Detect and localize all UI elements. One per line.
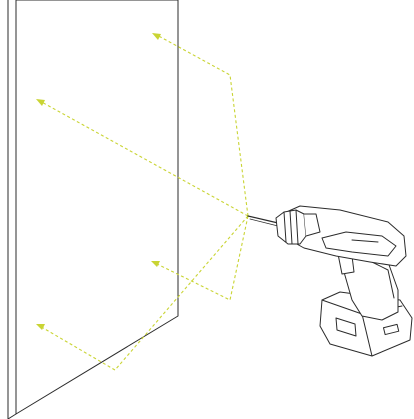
drill-handle-grip <box>371 261 395 299</box>
arrowhead-lower-left <box>36 324 45 330</box>
drill-chuck-ring-1 <box>283 211 287 243</box>
drill-battery-latch <box>335 317 357 337</box>
drill-battery-side <box>361 313 373 357</box>
drill-body-highlight <box>321 231 397 257</box>
drill-chuck-collar <box>303 213 321 237</box>
guide-lines <box>37 33 249 371</box>
door-panel-icon <box>7 0 179 419</box>
door-panel-bottom-edge <box>7 413 17 419</box>
guide-arrowheads <box>36 33 161 330</box>
drill-battery-indicator <box>382 323 400 336</box>
guide-line-upper-left <box>37 99 249 217</box>
door-panel-front <box>15 0 179 415</box>
drill-chuck-ring-3 <box>295 209 299 245</box>
drill-chuck-ring-2 <box>289 210 293 245</box>
arrowhead-upper-left <box>36 99 45 106</box>
guide-line-lower-right <box>152 215 249 301</box>
guide-line-upper-right <box>154 33 249 217</box>
arrowhead-upper-right <box>152 33 161 40</box>
guide-line-lower-left <box>37 215 249 371</box>
drill-bit <box>247 215 279 224</box>
drill-body-vent <box>351 239 379 243</box>
arrowhead-lower-right <box>151 261 160 267</box>
cordless-drill-icon <box>247 205 413 357</box>
drill-bit-edge <box>249 218 279 227</box>
